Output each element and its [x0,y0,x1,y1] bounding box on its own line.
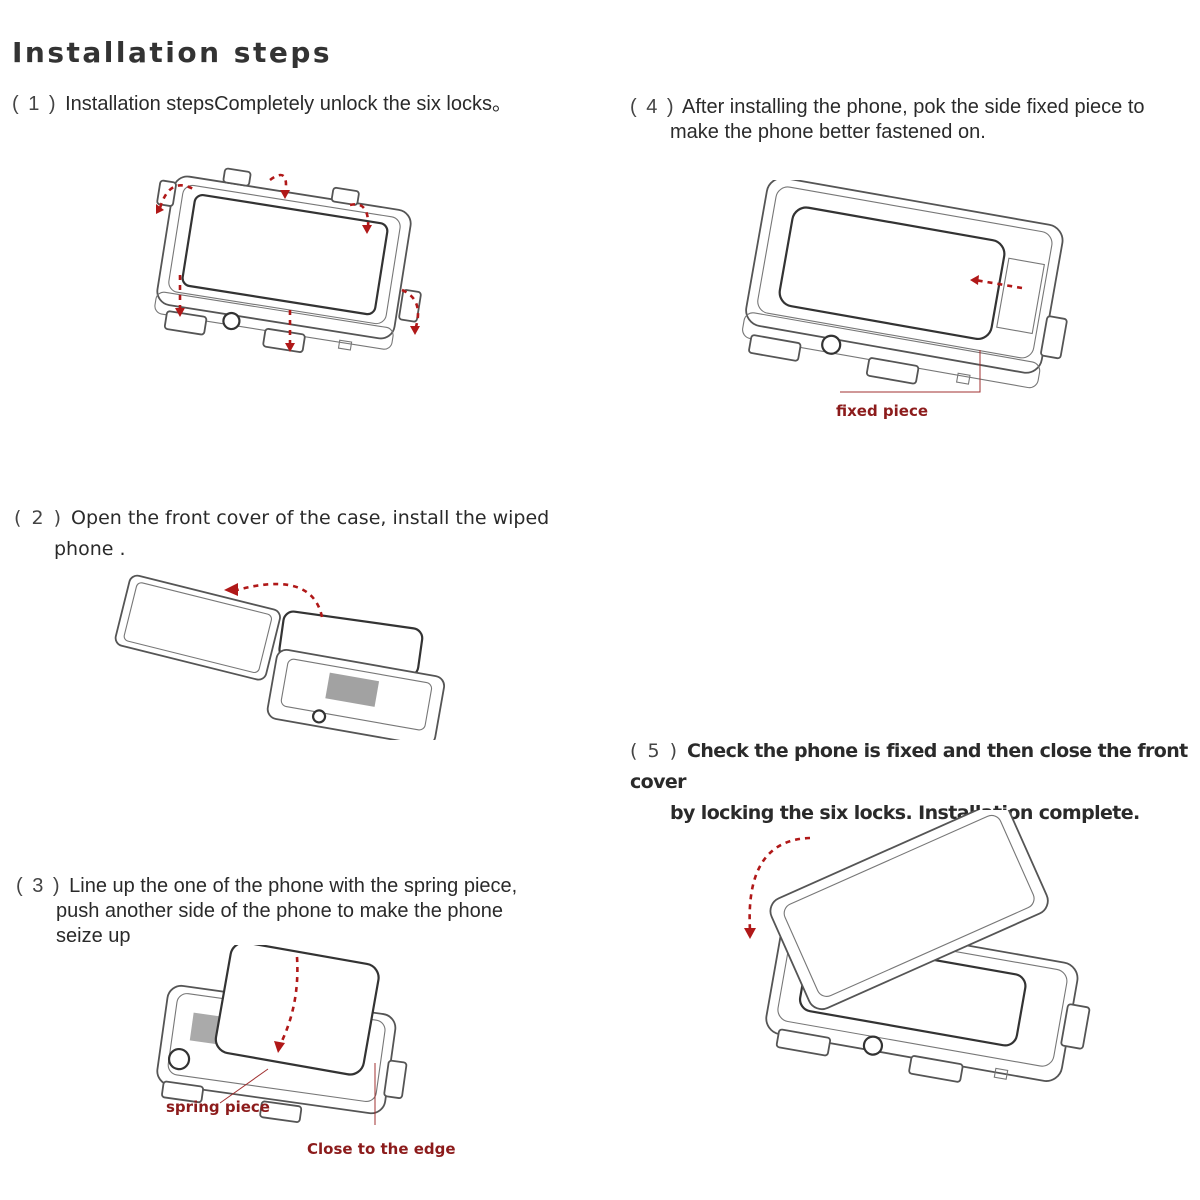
step-1-illustration [154,167,422,353]
step-2: ( 2 ) Open the front cover of the case, … [14,503,584,565]
step-3: ( 3 ) Line up the one of the phone with … [16,874,596,949]
step-4-illustration [742,180,1068,393]
step-5-number: ( 5 ) [630,740,679,762]
step-4-number: ( 4 ) [630,96,676,118]
step-1-number: ( 1 ) [12,93,58,115]
step-3-number: ( 3 ) [16,875,62,897]
step-2-illustration [114,574,446,740]
step-1: ( 1 ) Installation stepsCompletely unloc… [12,92,592,117]
step-3-text-line-3: seize up [56,925,131,947]
step-4: ( 4 ) After installing the phone, pok th… [630,95,1190,145]
spring-piece-callout: spring piece [166,1098,270,1116]
step-2-number: ( 2 ) [14,507,63,529]
step-2-text-line-2: phone . [54,538,126,560]
close-to-edge-callout: Close to the edge [307,1140,456,1158]
step-4-text-line-1: After installing the phone, pok the side… [682,96,1145,118]
fixed-piece-callout: fixed piece [836,402,929,420]
step-3-text-line-2: push another side of the phone to make t… [56,900,504,922]
step-2-text-line-1: Open the front cover of the case, instal… [71,507,550,529]
step-5-text-line-2: by locking the six locks. Installation c… [670,802,1140,824]
page-title: Installation steps [12,36,333,69]
step-4-text-line-2: make the phone better fastened on. [670,121,986,143]
step-3-illustration [156,945,408,1125]
step-3-text-line-1: Line up the one of the phone with the sp… [69,875,518,897]
step-1-text: Installation stepsCompletely unlock the … [65,93,512,115]
step-5: ( 5 ) Check the phone is fixed and then … [630,736,1196,829]
step-5-text-line-1: Check the phone is fixed and then close … [630,740,1188,793]
step-5-illustration [744,810,1091,1083]
